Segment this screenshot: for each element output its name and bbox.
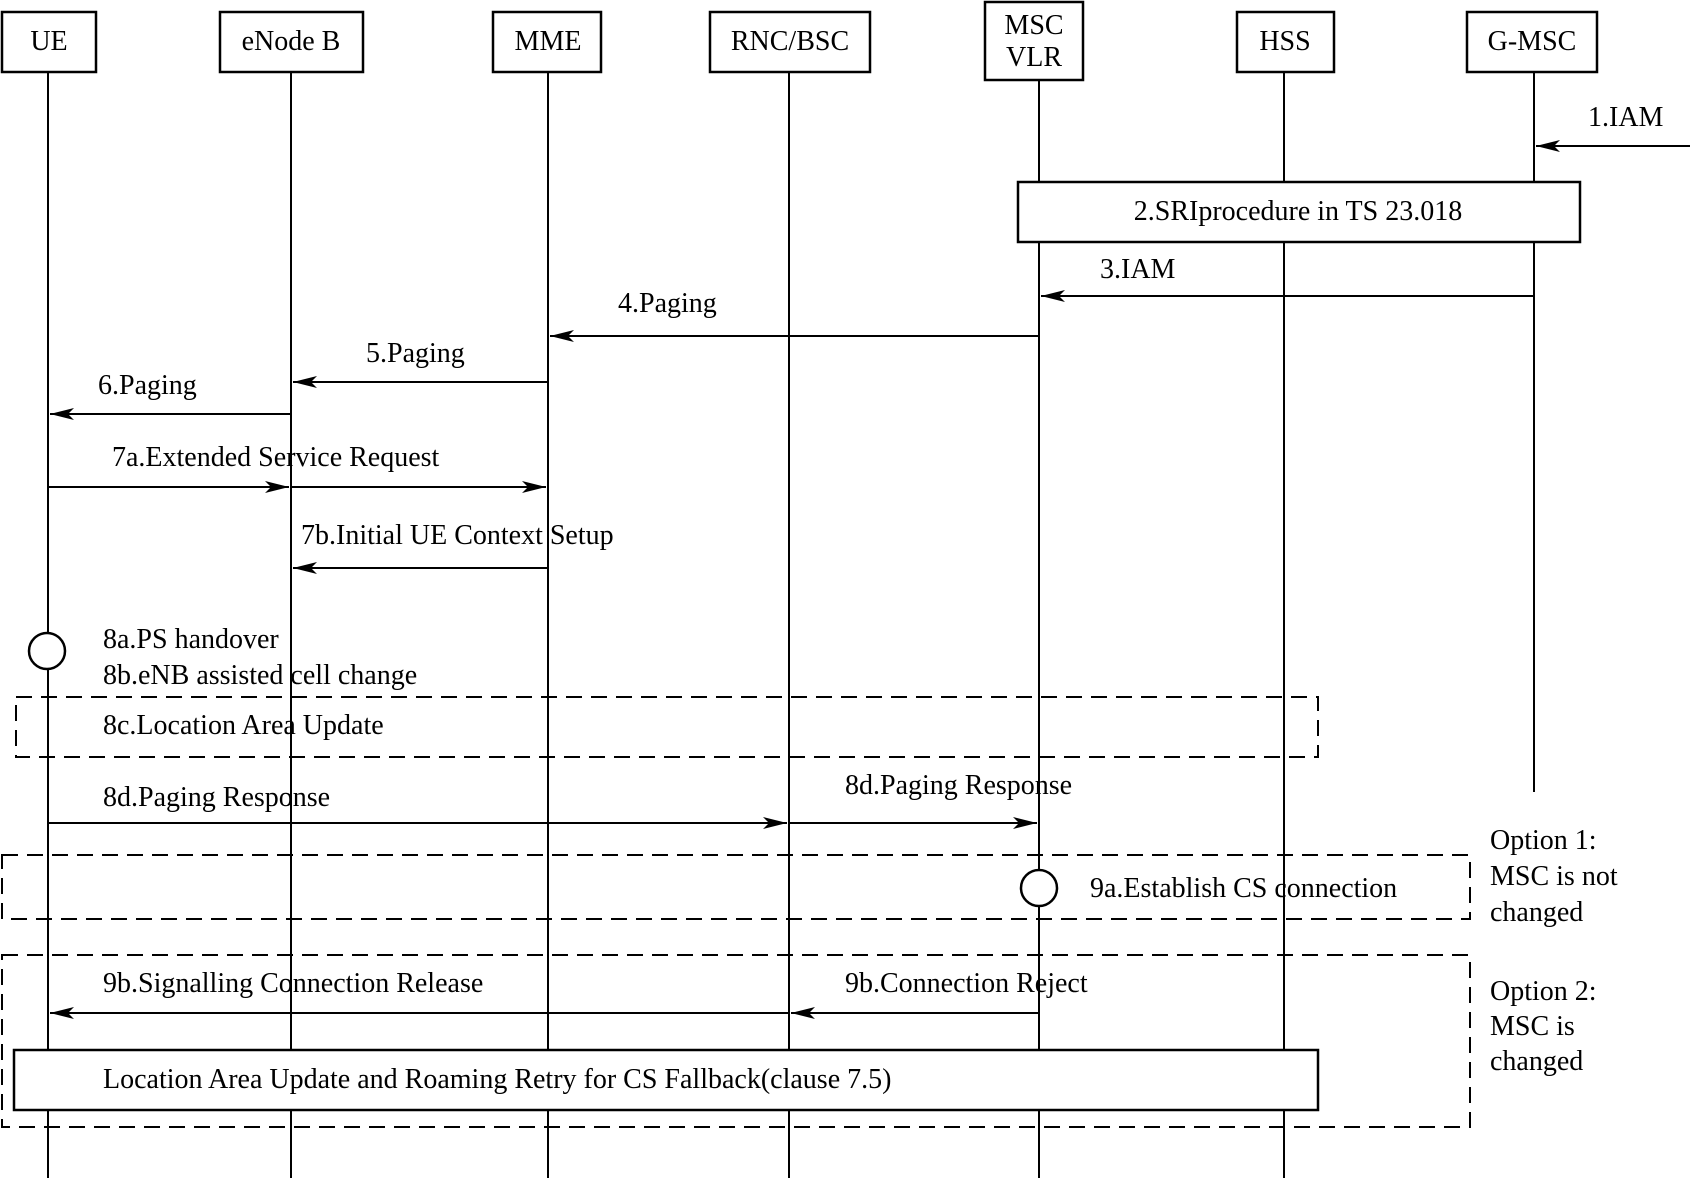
entity-mme[interactable]: MME bbox=[491, 10, 603, 74]
option1-dashed-frame bbox=[1, 854, 1471, 920]
entity-mme-label: MME bbox=[515, 26, 582, 57]
ps-handover-label: 8a.PS handover bbox=[103, 624, 279, 655]
message-labels: 1.IAM 3.IAM 4.Paging 5.Paging 6.Paging 7… bbox=[98, 102, 1664, 999]
message-7a-label: 7a.Extended Service Request bbox=[112, 442, 440, 473]
establish-cs-label: 9a.Establish CS connection bbox=[1090, 873, 1397, 904]
option1-line-2: MSC is not bbox=[1490, 861, 1618, 892]
lau-retry-label: Location Area Update and Roaming Retry f… bbox=[103, 1064, 891, 1095]
option2-line-3: changed bbox=[1490, 1046, 1583, 1077]
lau-label: 8c.Location Area Update bbox=[103, 710, 384, 741]
sri-procedure-label: 2.SRIprocedure in TS 23.018 bbox=[1134, 196, 1462, 227]
message-9b-signalling-release-label: 9b.Signalling Connection Release bbox=[103, 968, 483, 999]
messages bbox=[48, 140, 1690, 1019]
option1-line-1: Option 1: bbox=[1490, 825, 1597, 856]
message-3-iam-label: 3.IAM bbox=[1100, 254, 1176, 285]
message-4-paging-label: 4.Paging bbox=[618, 288, 717, 319]
message-5-paging-label: 5.Paging bbox=[366, 338, 465, 369]
entity-rnc-bsc[interactable]: RNC/BSC bbox=[708, 10, 872, 74]
message-1-iam-label: 1.IAM bbox=[1588, 102, 1664, 133]
sri-procedure-box[interactable]: 2.SRIprocedure in TS 23.018 bbox=[1016, 180, 1582, 244]
option1-note: Option 1: MSC is not changed bbox=[1490, 825, 1618, 928]
entity-ue-label: UE bbox=[30, 26, 67, 57]
option2-dashed-frame bbox=[1, 954, 1471, 1128]
msc-cs-connection-marker bbox=[1019, 868, 1059, 908]
entity-msc-vlr[interactable]: MSC VLR bbox=[983, 0, 1085, 82]
entity-msc-label: MSC bbox=[1004, 10, 1063, 41]
lau-retry-box[interactable]: Location Area Update and Roaming Retry f… bbox=[12, 1048, 1320, 1112]
entity-g-msc-label: G-MSC bbox=[1488, 26, 1577, 57]
entity-headers: UE eNode B MME RNC/BSC MSC VLR HSS G-MSC bbox=[0, 0, 1599, 82]
entity-g-msc[interactable]: G-MSC bbox=[1465, 10, 1599, 74]
option1-line-3: changed bbox=[1490, 897, 1583, 928]
message-8d-label-1: 8d.Paging Response bbox=[103, 782, 330, 813]
enb-cell-change-label: 8b.eNB assisted cell change bbox=[103, 660, 417, 691]
entity-enb-label: eNode B bbox=[242, 26, 341, 57]
entity-hss-label: HSS bbox=[1259, 26, 1310, 57]
option2-line-2: MSC is bbox=[1490, 1011, 1575, 1042]
entity-hss[interactable]: HSS bbox=[1235, 10, 1336, 74]
option2-line-1: Option 2: bbox=[1490, 976, 1597, 1007]
message-9b-connection-reject-label: 9b.Connection Reject bbox=[845, 968, 1088, 999]
entity-rnc-bsc-label: RNC/BSC bbox=[731, 26, 849, 57]
message-8d-label-2: 8d.Paging Response bbox=[845, 770, 1072, 801]
ue-handover-marker bbox=[27, 631, 67, 671]
message-7b-label: 7b.Initial UE Context Setup bbox=[301, 520, 614, 551]
message-6-paging-label: 6.Paging bbox=[98, 370, 197, 401]
frames bbox=[1, 696, 1471, 1128]
lau-dashed-frame bbox=[15, 696, 1319, 758]
entity-ue[interactable]: UE bbox=[0, 10, 98, 74]
entity-vlr-label: VLR bbox=[1006, 42, 1062, 73]
option2-note: Option 2: MSC is changed bbox=[1490, 976, 1597, 1077]
entity-enb[interactable]: eNode B bbox=[218, 10, 365, 74]
